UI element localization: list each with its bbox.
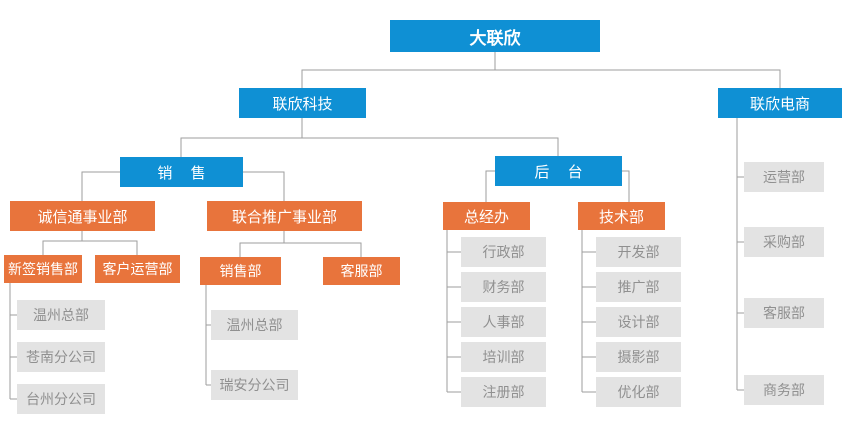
node-cangnan-fengongsi: 苍南分公司 — [17, 342, 105, 372]
node-xiaoshoubu: 销售部 — [200, 257, 281, 285]
node-caigoubu: 采购部 — [744, 227, 824, 257]
node-jishubu: 技术部 — [578, 202, 665, 230]
node-lianhe-tuiguang-shiyebu: 联合推广事业部 — [207, 201, 362, 231]
node-wenzhou-zongbu-b: 温州总部 — [211, 310, 298, 340]
node-lianxin-dianshang: 联欣电商 — [718, 88, 842, 118]
node-shejibu: 设计部 — [596, 307, 681, 337]
node-xiaoshou: 销 售 — [120, 157, 243, 187]
node-kaifabu: 开发部 — [596, 237, 681, 267]
node-taizhou-fengongsi: 台州分公司 — [17, 384, 105, 414]
node-houtai: 后 台 — [495, 156, 622, 186]
node-shangwubu: 商务部 — [744, 375, 824, 405]
node-lianxin-keji: 联欣科技 — [239, 88, 366, 118]
node-yunyingbu: 运营部 — [744, 162, 824, 192]
node-kehu-yunyingbu: 客户运营部 — [95, 255, 180, 283]
node-sheyingbu: 摄影部 — [596, 342, 681, 372]
node-kefubu-ecom: 客服部 — [744, 298, 824, 328]
node-caiwubu: 财务部 — [461, 272, 546, 302]
node-peixunbu: 培训部 — [461, 342, 546, 372]
node-ruian-fengongsi: 瑞安分公司 — [211, 370, 298, 400]
node-zongjingban: 总经办 — [443, 202, 530, 230]
node-xingzhengbu: 行政部 — [461, 237, 546, 267]
node-kefubu-sales: 客服部 — [323, 257, 400, 285]
node-zhucebu: 注册部 — [461, 377, 546, 407]
node-xinqian-xiaoshoubu: 新签销售部 — [4, 255, 82, 283]
node-chengxintong-shiyebu: 诚信通事业部 — [10, 201, 155, 231]
node-daliangxin: 大联欣 — [390, 20, 600, 52]
node-tuiguangbu: 推广部 — [596, 272, 681, 302]
node-renshibu: 人事部 — [461, 307, 546, 337]
node-wenzhou-zongbu-a: 温州总部 — [17, 300, 105, 330]
node-youhuabu: 优化部 — [596, 377, 681, 407]
